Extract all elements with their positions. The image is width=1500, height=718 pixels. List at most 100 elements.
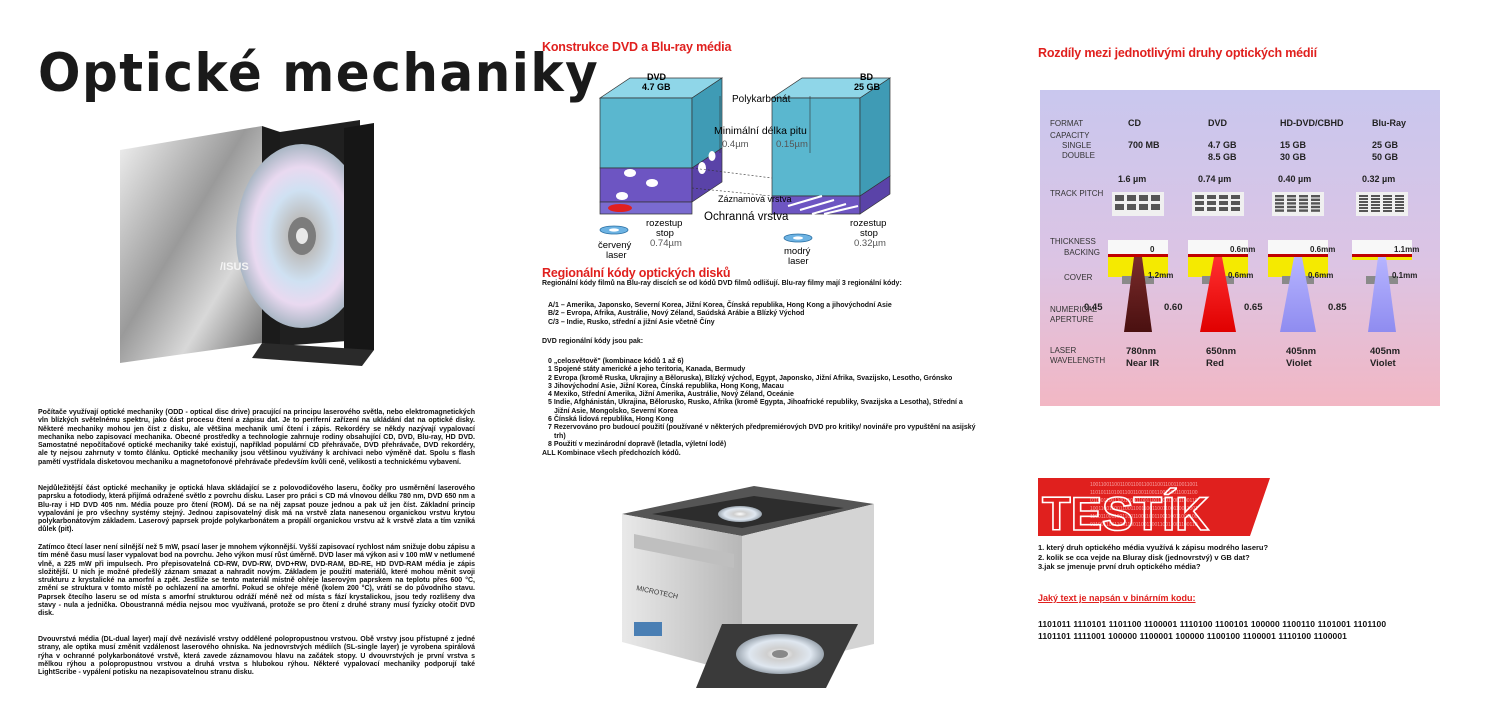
pit-mark	[1311, 195, 1320, 198]
capacity-double: 50 GB	[1372, 152, 1399, 162]
aperture-value: 0.85	[1328, 302, 1347, 313]
pit-mark	[1383, 207, 1392, 209]
laser-beam	[1280, 257, 1316, 332]
backing-value: 1.1mm	[1394, 245, 1419, 254]
laser-color-value: Violet	[1286, 358, 1313, 369]
pit-mark	[1287, 195, 1296, 198]
pit-dvd-value: 0.4µm	[722, 139, 749, 150]
list-item: 5 Indie, Afghánistán, Ukrajina, Bělorusk…	[548, 399, 963, 407]
all-regions-line: ALL Kombinace všech předchozích kódů.	[542, 450, 681, 457]
pit-mark	[1395, 204, 1404, 206]
svg-text:100110011001100110011001100110: 1001100110011001100110011001100110011001	[1090, 506, 1198, 512]
backing-value: 0.6mm	[1310, 245, 1335, 254]
external-drive-image: /ISUS	[120, 120, 374, 366]
list-item: trh)	[554, 432, 566, 440]
pit-mark	[1395, 195, 1404, 197]
list-item: B/2 – Evropa, Afrika, Austrálie, Nový Zé…	[548, 310, 805, 318]
track-pitch-value: 0.74 µm	[1198, 174, 1231, 184]
pit-mark	[1207, 201, 1216, 205]
bluray-region-list: A/1 – Amerika, Japonsko, Severní Korea, …	[548, 302, 892, 327]
format-name: Blu-Ray	[1372, 118, 1406, 128]
pit-mark	[1371, 207, 1380, 209]
record-layer-label: Záznamová vrstva	[718, 194, 792, 204]
pit-mark	[1139, 204, 1148, 210]
list-item: 0 „celosvětově" (kombinace kódů 1 až 6)	[548, 358, 684, 365]
capacity-single: 700 MB	[1128, 140, 1160, 150]
double-label: DOUBLE	[1062, 151, 1095, 160]
pit-mark	[1359, 207, 1368, 209]
laser-color-value: Red	[1206, 358, 1224, 369]
pit-mark	[1359, 204, 1368, 206]
pit-mark	[1371, 210, 1380, 212]
wavelength-value: 780nm	[1126, 346, 1156, 357]
cover-value: 1.2mm	[1148, 271, 1173, 280]
list-item: 1. který druh optického média využívá k …	[1038, 543, 1269, 552]
intro-paragraph: Počítače využívají optické mechaniky (OD…	[38, 409, 475, 466]
pit-mark	[1207, 195, 1216, 199]
aperture-value: 0.45	[1084, 302, 1103, 313]
wavelength-value: 405nm	[1286, 346, 1316, 357]
blue-laser-label-1: modrý	[784, 246, 811, 257]
backing-value: 0.6mm	[1230, 245, 1255, 254]
cover-value: 0.6mm	[1308, 271, 1333, 280]
pit-mark	[1311, 198, 1320, 201]
page-title: Optické mechaniky	[38, 42, 600, 104]
pit-mark	[1383, 198, 1392, 200]
list-item: 7 Rezervováno pro budoucí použití (použí…	[548, 424, 976, 432]
pit-mark	[1371, 198, 1380, 200]
dvd-bd-diagram: DVD 4.7 GB BD 25 GB Polykarbonát Minimál…	[598, 72, 892, 267]
pit-mark	[1115, 195, 1124, 201]
record-layer	[1188, 254, 1248, 257]
pit-mark	[1299, 209, 1308, 212]
disc-printer-image: MICROTECH	[622, 486, 874, 688]
binary-line: 1101011 1110101 1101100 1100001 1110100 …	[1038, 619, 1387, 629]
pit-mark	[1127, 204, 1136, 210]
binary-line: 1101101 1111001 100000 1100001 100000 11…	[1038, 631, 1347, 641]
pit-mark	[1275, 202, 1284, 205]
aperture-label-1: NUMERICAL	[1050, 305, 1098, 314]
record-layer	[1352, 254, 1412, 257]
column-construction: Konstrukce DVD a Blu-ray média	[500, 0, 1000, 718]
svg-text:011001100110011001100110011001: 0110011001100110011001100110011001100110	[1090, 498, 1198, 504]
track-left-label-2: stop	[656, 228, 674, 239]
pit-mark	[1395, 207, 1404, 209]
pit-mark	[1395, 210, 1404, 212]
pit-mark	[1115, 204, 1124, 210]
pit-mark	[1383, 210, 1392, 212]
construction-heading: Konstrukce DVD a Blu-ray média	[542, 40, 732, 54]
svg-text:100110011001100110011001100110: 1001100110011001100110011001100110011001	[1090, 482, 1198, 488]
laser-beam	[1124, 257, 1152, 332]
pit-mark	[1311, 202, 1320, 205]
pit-mark	[1195, 201, 1204, 205]
capacity-double: 30 GB	[1280, 152, 1307, 162]
laser-beam	[1200, 257, 1236, 332]
pit-mark	[1151, 195, 1160, 201]
format-label: FORMAT	[1050, 119, 1083, 128]
cover-label: COVER	[1064, 273, 1093, 282]
track-pitch-value: 0.40 µm	[1278, 174, 1311, 184]
record-layer	[1268, 254, 1328, 257]
list-item: 8 Použití v mezinárodní dopravě (letadla…	[548, 440, 727, 448]
bd-capacity: 25 GB	[854, 82, 881, 92]
track-left-label-1: rozestup	[646, 218, 682, 229]
wavelength-value: 405nm	[1370, 346, 1400, 357]
track-right-label-1: rozestup	[850, 218, 886, 229]
backing-layer	[1108, 240, 1168, 254]
cover-value: 0.1mm	[1392, 271, 1417, 280]
pit-mark	[1287, 205, 1296, 209]
binary-code: 1101011 1110101 1101100 1100001 1110100 …	[1038, 618, 1386, 642]
capacity-double: 8.5 GB	[1208, 152, 1237, 162]
track-left-value: 0.74µm	[650, 238, 682, 249]
backing-label: BACKING	[1064, 248, 1100, 257]
pit-mark	[1311, 205, 1320, 209]
list-item: 2 Evropa (kromě Ruska, Ukrajiny a Běloru…	[548, 374, 953, 382]
pit-mark	[1151, 204, 1160, 210]
pit-mark	[1195, 195, 1204, 199]
laser-label-1: LASER	[1050, 346, 1076, 355]
list-item: 2. kolik se cca vejde na Bluray disk (je…	[1038, 552, 1250, 562]
pit-mark	[1359, 210, 1368, 212]
pit-mark	[1299, 202, 1308, 205]
pit-mark	[1359, 198, 1368, 200]
backing-layer	[1352, 240, 1412, 254]
binary-heading: Jaký text je napsán v binárním kodu:	[1038, 593, 1196, 603]
